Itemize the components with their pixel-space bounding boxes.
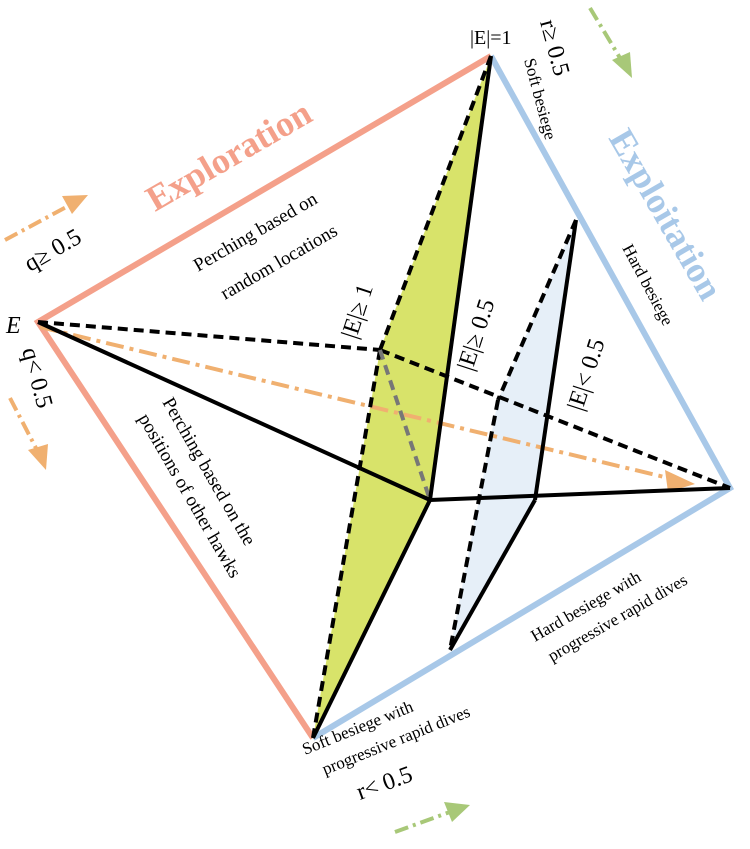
q-arrow-lower (8, 397, 48, 470)
e-ge-1-label: |E|≥ 1 (337, 281, 379, 342)
r-arrow-upper (588, 6, 632, 78)
e-eq-1-label: |E|=1 (470, 27, 512, 49)
orange-guide-arrow (39, 325, 686, 484)
r-lt-label: r< 0.5 (353, 762, 416, 806)
q-lt-label: q< 0.5 (16, 345, 57, 411)
exploration-plane-yellow (313, 56, 491, 738)
gray-dashed-line (378, 349, 432, 501)
vertex-e-label: E (5, 313, 21, 339)
orange-guide-arrowhead (665, 470, 695, 492)
q-arrow-upper (4, 195, 88, 242)
solid-lines (37, 55, 731, 739)
exploitation-label: Exploitation (601, 122, 731, 307)
e-ge-05-label: |E|≥ 0.5 (453, 296, 500, 374)
e-lt-05-label: |E|< 0.5 (563, 336, 611, 414)
q-ge-label: q≥ 0.5 (20, 224, 86, 277)
r-arrow-lower (394, 802, 470, 834)
dashed-lines (37, 55, 731, 739)
exploitation-plane-blue (450, 220, 576, 650)
